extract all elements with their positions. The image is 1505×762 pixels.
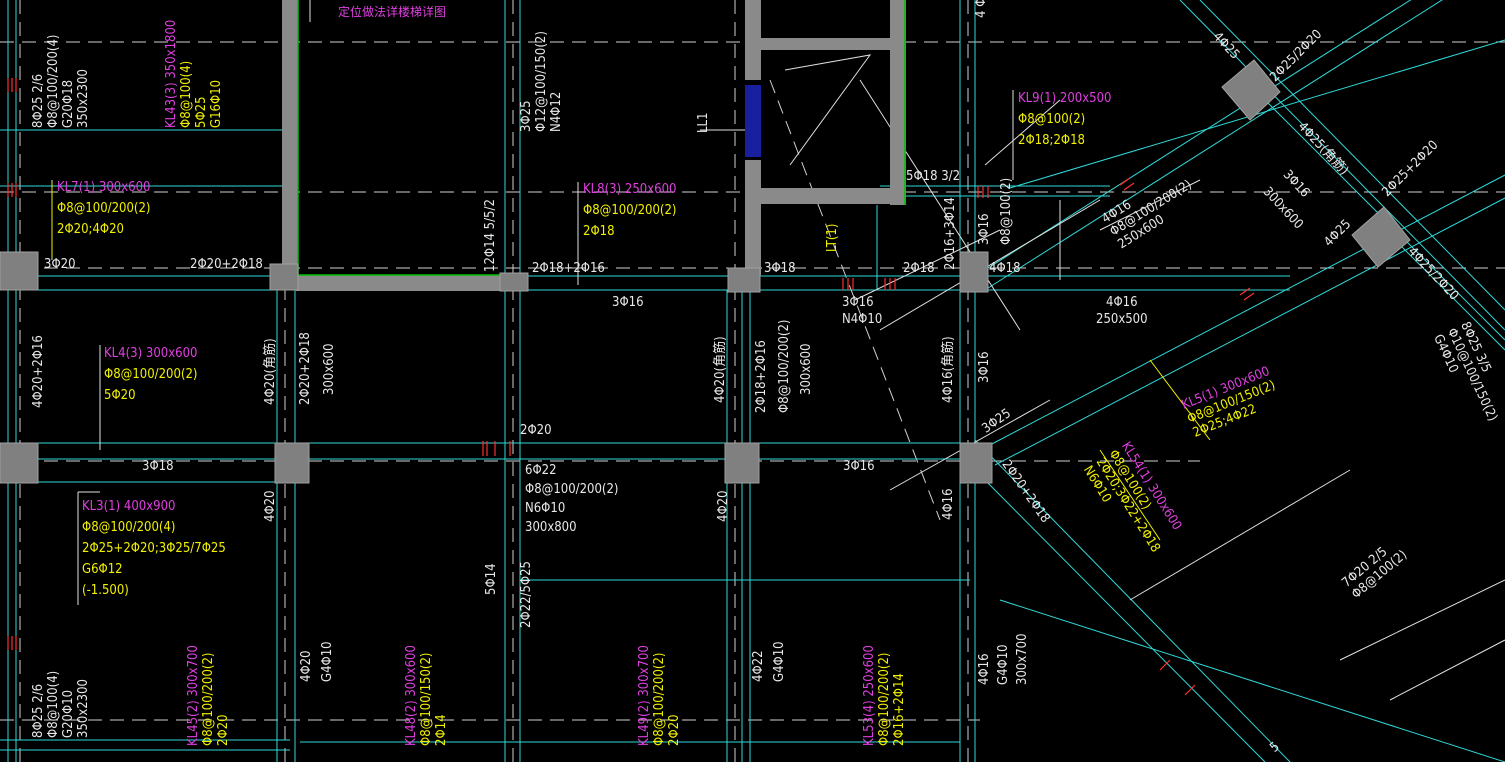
walls xyxy=(282,0,906,291)
rebar-2018-2016: 2Φ18+2Φ16 xyxy=(532,261,605,276)
lt1-label: LT(1) xyxy=(825,223,840,252)
col-4020-c: 4Φ20 xyxy=(716,490,731,522)
rebar-2018: 2Φ18 xyxy=(903,261,935,276)
columns xyxy=(0,59,1411,484)
beam-300x600-b: 300x600 xyxy=(799,343,814,395)
wall-edges xyxy=(297,0,906,276)
beam-edges-horizontal xyxy=(0,129,1290,751)
leader-lines xyxy=(51,0,1505,701)
rebar-2020-mid: 2Φ20 xyxy=(520,423,552,438)
blue-opening xyxy=(745,85,761,157)
ll1-label: LL1 xyxy=(696,112,711,133)
rebar-8100-v: Φ8@100(2) xyxy=(999,177,1014,245)
top-note: 定位做法详楼梯详图 xyxy=(338,5,447,19)
rebar-4018: 4Φ18 xyxy=(989,261,1021,276)
beam-2018-2016-v: 2Φ18+2Φ16 xyxy=(754,340,769,413)
rebar-3016-a: 3Φ16 xyxy=(612,295,644,310)
rebar-3018-b: 3Φ18 xyxy=(142,459,174,474)
rebar-5014-v: 5Φ14 xyxy=(484,563,499,595)
rebar-2016-3014: 2Φ16+3Φ14 xyxy=(943,197,958,270)
top-right-label: 4 Φ xyxy=(974,0,989,18)
beam-stirrup-v: Φ8@100/200(2) xyxy=(777,319,792,414)
col-4020-corner-a: 4Φ20(角筋) xyxy=(263,338,278,405)
yellow-leaders xyxy=(51,182,1211,541)
rebar-2022-5025-v: 2Φ22/5Φ25 xyxy=(519,561,534,628)
rebar-5018: 5Φ18 3/2 xyxy=(906,169,961,184)
rebar-3016-c: 3Φ16 xyxy=(977,351,992,383)
col-4016-corner: 4Φ16(角筋) xyxy=(941,336,956,403)
stair-polyline xyxy=(784,54,872,166)
col-4016-b: 4Φ16 xyxy=(941,488,956,520)
col-4020-2016: 4Φ20+2Φ16 xyxy=(31,335,46,408)
rebar-2020-2018: 2Φ20+2Φ18 xyxy=(190,257,263,272)
col-4020-b: 4Φ20 xyxy=(263,490,278,522)
rebar-ticks xyxy=(7,78,1255,696)
beam-edges-vertical xyxy=(7,0,976,762)
rebar-3016-v: 3Φ16 xyxy=(977,213,992,245)
beam-2020-2018-v: 2Φ20+2Φ18 xyxy=(298,332,313,405)
rebar-3020-left: 3Φ20 xyxy=(44,257,76,272)
wall-rebar-12b14: 12Φ14 5/5/2 xyxy=(483,199,498,272)
rebar-3016-d: 3Φ16 xyxy=(843,459,875,474)
rebar-3018: 3Φ18 xyxy=(764,261,796,276)
col-4020-corner-b: 4Φ20(角筋) xyxy=(713,336,728,403)
beam-300x600-a: 300x600 xyxy=(322,343,337,395)
